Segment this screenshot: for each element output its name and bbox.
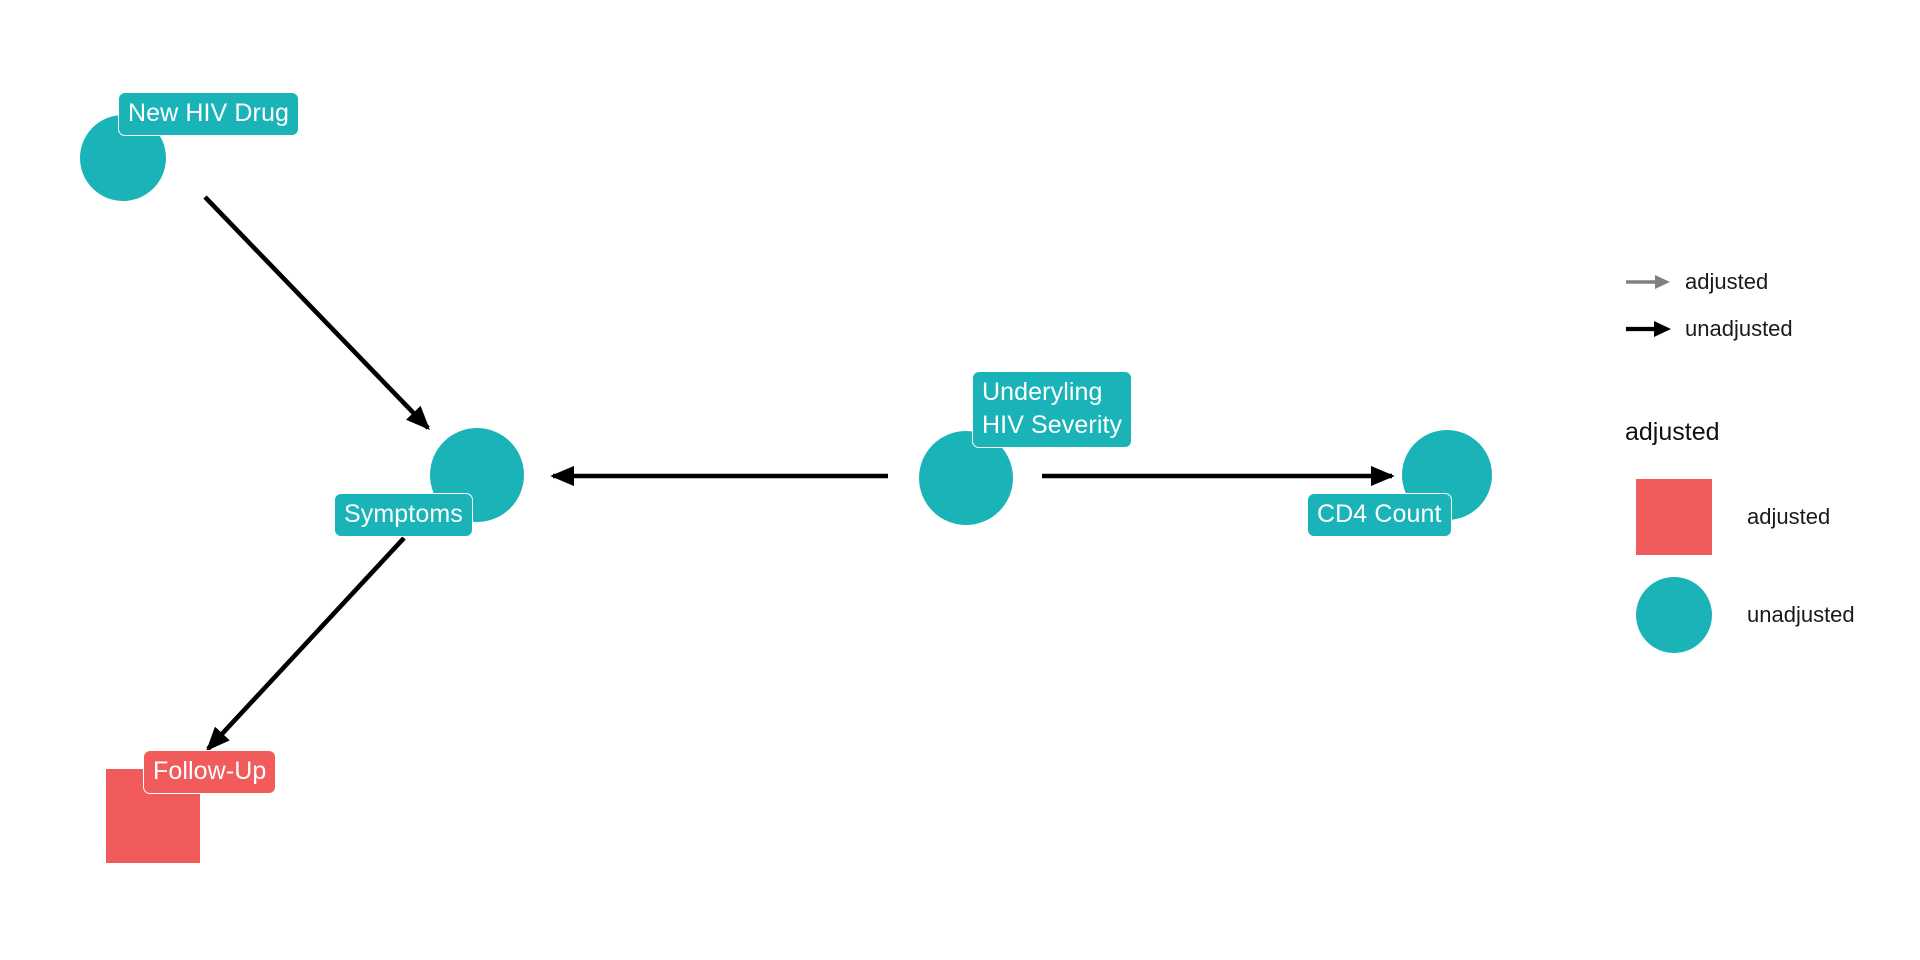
circle-swatch-icon: [1636, 577, 1712, 653]
arrow-right-icon: [1626, 320, 1671, 337]
node-shape-legend: adjusted adjusted unadjusted: [1625, 418, 1915, 664]
dag-node-label-symptoms[interactable]: Symptoms: [334, 493, 473, 537]
edge-layer: [203, 195, 1395, 752]
legend-title: adjusted: [1625, 418, 1720, 446]
legend-edge-label-adjusted: adjusted: [1685, 268, 1769, 294]
legend-shape-item-adjusted[interactable]: adjusted: [1625, 468, 1915, 566]
dag-node-label-underlying-hiv-severity[interactable]: Underyling HIV Severity: [972, 371, 1133, 448]
dag-edge: [206, 536, 406, 752]
dag-node-label-follow-up[interactable]: Follow-Up: [143, 750, 277, 794]
legend-edge-label-unadjusted: unadjusted: [1685, 315, 1793, 341]
legend-swatch-wrap: [1625, 479, 1723, 555]
legend-shape-label-adjusted: adjusted: [1747, 504, 1831, 529]
edge-type-legend: adjusted unadjusted: [1625, 258, 1915, 352]
legend-shape-item-unadjusted[interactable]: unadjusted: [1625, 566, 1915, 664]
dag-node-label-new-hiv-drug[interactable]: New HIV Drug: [118, 92, 299, 136]
legend-edge-item-adjusted[interactable]: adjusted: [1625, 258, 1915, 305]
square-swatch-icon: [1636, 479, 1712, 555]
dag-node-label-cd4-count[interactable]: CD4 Count: [1307, 493, 1452, 537]
arrow-right-icon: [1626, 274, 1670, 289]
legend-swatch-wrap: [1625, 577, 1723, 653]
dag-edge: [203, 195, 430, 430]
legend-shape-label-unadjusted: unadjusted: [1747, 602, 1855, 627]
legend-edge-item-unadjusted[interactable]: unadjusted: [1625, 305, 1915, 352]
